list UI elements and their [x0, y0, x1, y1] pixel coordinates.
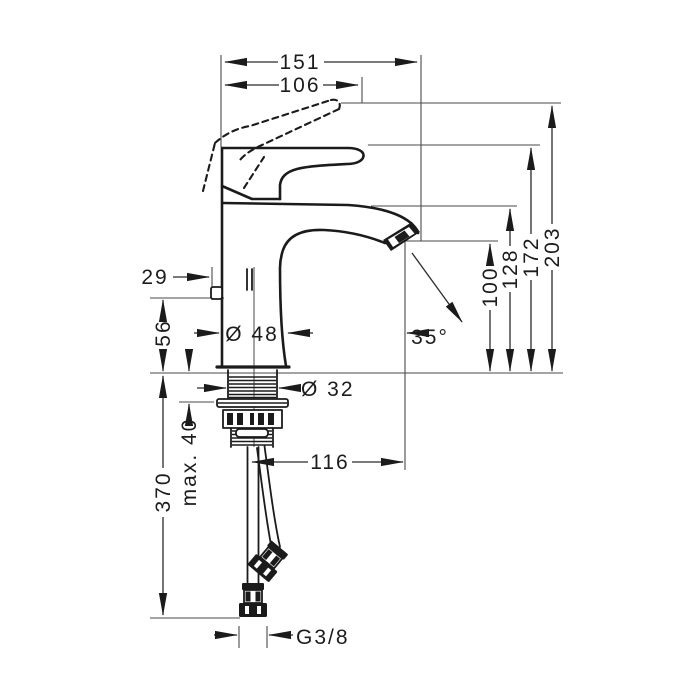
dim-max-deck-thickness: max. 40 [178, 418, 201, 507]
dim-rear-offset: 29 [141, 266, 168, 289]
dim-outlet-height: 100 [479, 266, 502, 307]
dim-spout-reach: 116 [310, 451, 349, 474]
faucet-outline [210, 146, 420, 369]
dim-body-diameter: Ø 48 [225, 323, 279, 346]
dim-hose-length: 370 [152, 471, 175, 512]
dimension-labels: 151 106 29 56 370 max. 40 Ø 48 Ø 32 116 … [141, 51, 564, 649]
dim-shank-diameter: Ø 32 [301, 378, 355, 401]
handle-raised-position [201, 98, 341, 193]
dim-raised-handle-height: 203 [541, 226, 564, 267]
supply-hoses [239, 445, 288, 617]
dim-spout-height: 128 [499, 248, 522, 289]
handle-skirt [220, 184, 282, 201]
dimension-lines [158, 57, 557, 640]
rear-knob [210, 286, 223, 300]
spout-underside [278, 228, 387, 368]
dim-total-reach: 151 [279, 51, 320, 74]
spout-top-edge [221, 201, 420, 235]
extension-lines [150, 55, 563, 648]
dim-faucet-height: 172 [520, 236, 543, 277]
dim-handle-reach: 106 [279, 74, 320, 97]
mounting-shank [216, 369, 289, 448]
straight-hose-connector [239, 583, 267, 617]
dim-outlet-angle: 35° [411, 326, 449, 349]
dim-body-height: 56 [152, 319, 175, 346]
pull-rod-coupler [235, 428, 269, 438]
angle-leader-line [411, 252, 463, 323]
angled-hose-connector [247, 540, 288, 582]
handle-lever [220, 146, 365, 201]
shank-thread-hatch [229, 376, 276, 399]
dim-hose-thread: G3/8 [296, 626, 350, 649]
